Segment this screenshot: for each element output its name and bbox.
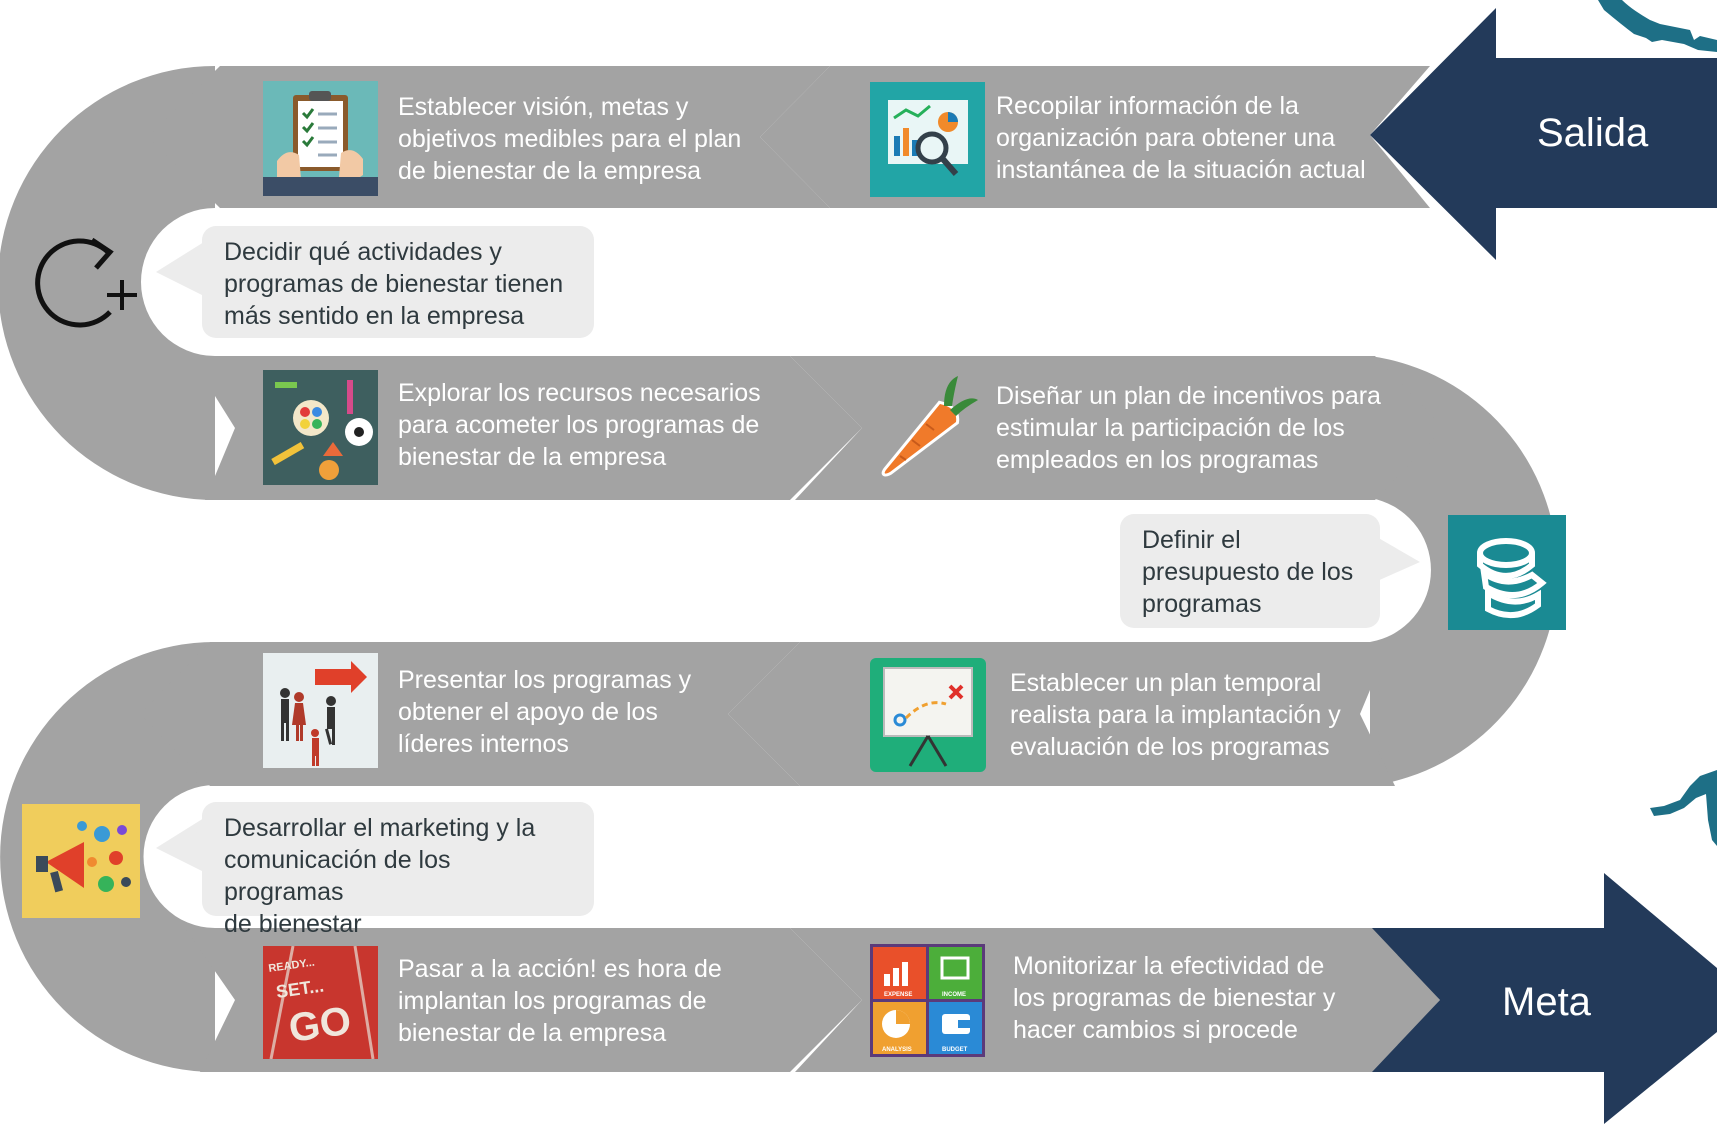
cycle-plus-icon <box>35 237 137 328</box>
carrot-icon <box>872 370 982 485</box>
step-7-text: Presentar los programas y obtener el apo… <box>398 666 692 758</box>
clipboard-checklist-icon <box>263 81 378 196</box>
step-2-text: Recopilar información de la organización… <box>996 92 1366 184</box>
finance-dashboard-icon: EXPENSE INCOME ANALYSIS BUDGET <box>870 944 985 1057</box>
start-arrow <box>1370 8 1717 260</box>
step-10-text: Pasar a la acción! es hora de implantan … <box>398 955 722 1047</box>
start-label: Salida <box>1537 111 1649 155</box>
sports-equipment-icon <box>263 370 378 485</box>
leaders-arrow-icon <box>263 653 378 768</box>
svg-text:ANALYSIS: ANALYSIS <box>882 1047 912 1053</box>
step-4-text: Explorar los recursos necesarios para ac… <box>398 379 761 471</box>
coin-stack-icon <box>1448 515 1566 630</box>
step-3-bubble: Decidir qué actividades y programas de b… <box>202 226 594 338</box>
step-1-text: Establecer visión, metas y objetivos med… <box>398 93 742 185</box>
end-label: Meta <box>1502 980 1591 1024</box>
runner-silhouette-top <box>1598 0 1717 52</box>
svg-text:GO: GO <box>286 999 354 1051</box>
finish-arrow <box>1372 873 1717 1124</box>
step-5-text: Diseñar un plan de incentivos para estim… <box>996 382 1381 474</box>
ready-set-go-icon: READY... SET... GO <box>263 946 378 1059</box>
step-9-bubble: Desarrollar el marketing y la comunicaci… <box>202 802 594 938</box>
whiteboard-plan-icon <box>870 658 986 772</box>
svg-text:BUDGET: BUDGET <box>942 1047 968 1053</box>
data-analysis-magnifier-icon <box>870 82 985 197</box>
step-11-text: Monitorizar la efectividad de los progra… <box>1013 952 1336 1044</box>
megaphone-icon <box>22 804 140 918</box>
step-6-bubble: Definir el presupuesto de los programas <box>1120 514 1380 628</box>
svg-text:READY...: READY... <box>268 957 316 975</box>
svg-text:INCOME: INCOME <box>942 992 966 998</box>
svg-text:EXPENSE: EXPENSE <box>884 992 912 998</box>
svg-text:SET...: SET... <box>275 975 325 1001</box>
runner-silhouette-bottom <box>1650 770 1717 846</box>
step-8-text: Establecer un plan temporal realista par… <box>1010 669 1341 761</box>
